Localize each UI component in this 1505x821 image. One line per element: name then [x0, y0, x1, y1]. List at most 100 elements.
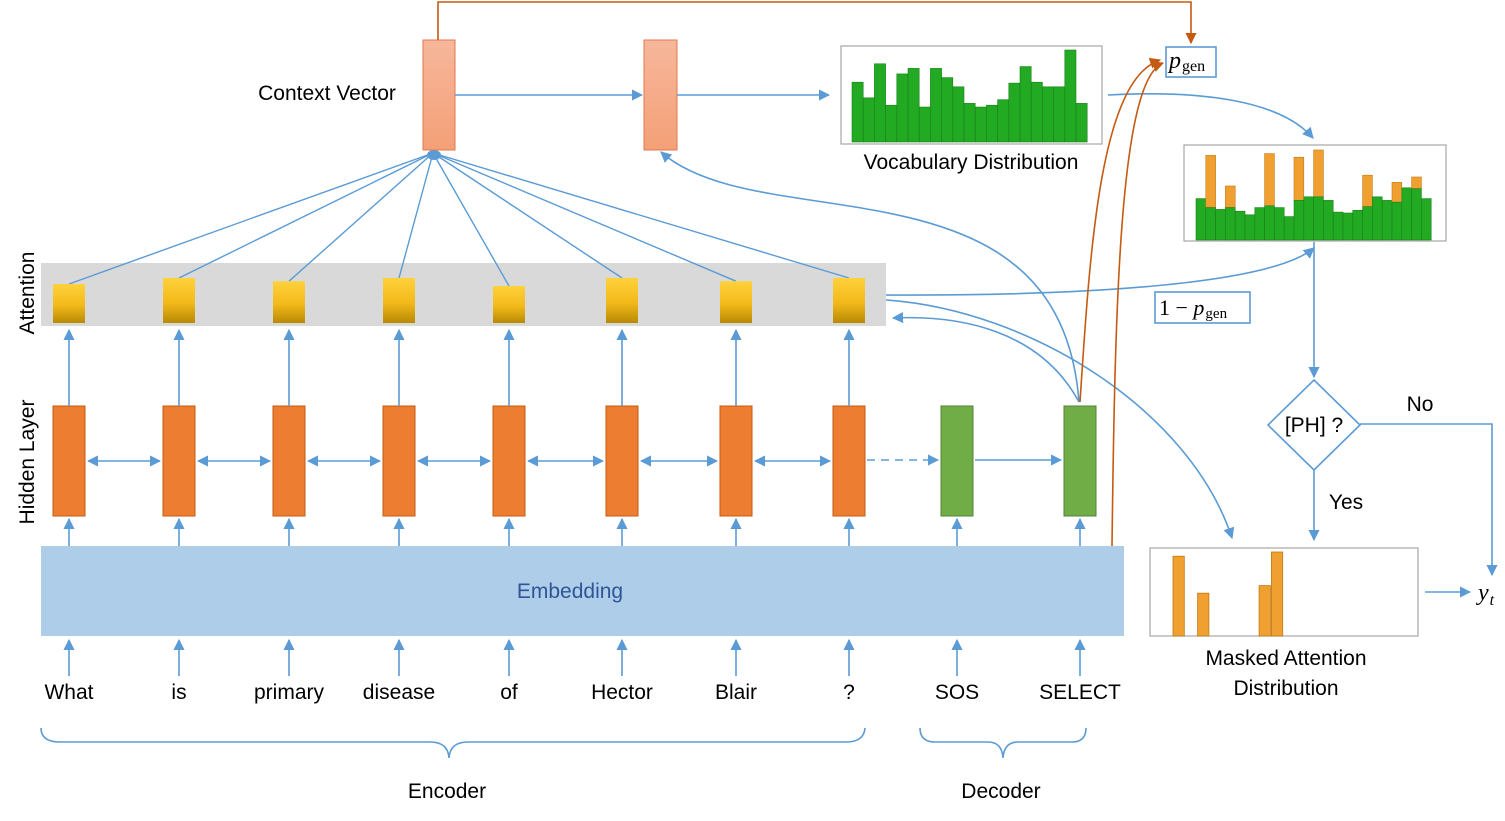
final-bar-orange-12	[1313, 149, 1324, 198]
final-bar-green-5	[1244, 214, 1256, 241]
final-bar-green-23	[1421, 198, 1432, 241]
encoder-hidden-cell-1	[162, 405, 196, 517]
final-bar-orange-1	[1205, 155, 1216, 208]
vocab-bar-7	[930, 68, 942, 143]
vocab-bar-20	[1075, 103, 1088, 143]
context-junction	[427, 150, 441, 160]
attention-weight-4	[493, 286, 525, 323]
vocab-distribution-label: Vocabulary Distribution	[864, 151, 1079, 174]
arrow-decoder-to-attention	[891, 311, 1080, 403]
final-bar-green-1	[1205, 207, 1216, 241]
decoder-hidden-cell-8	[940, 405, 974, 517]
arrow-vocab-to-final	[1107, 93, 1314, 139]
attention-line-5	[432, 152, 623, 279]
final-bar-green-12	[1313, 196, 1324, 241]
arrow-decoder-to-decoder-context	[660, 151, 1080, 403]
vocab-bar-10	[963, 103, 976, 143]
vocab-bar-16	[1030, 81, 1043, 143]
encoder-label: Encoder	[408, 780, 486, 803]
vocab-bar-13	[997, 99, 1010, 143]
final-bar-green-8	[1274, 207, 1285, 241]
masked-distribution-label-line1: Masked Attention	[1205, 647, 1366, 670]
arrow-decoder-state-to-p-gen	[1079, 57, 1162, 403]
encoder-hidden-cell-5	[605, 405, 639, 517]
vocab-bar-15	[1019, 66, 1032, 143]
context-vector-box	[422, 39, 456, 151]
final-distribution-bars	[1195, 149, 1432, 241]
decoder-hidden-cell-9	[1063, 405, 1097, 517]
final-bar-green-19	[1381, 200, 1393, 241]
final-bar-green-6	[1254, 207, 1265, 241]
token-0: What	[44, 681, 93, 704]
hidden-layer-cells	[52, 328, 1097, 546]
vocab-bar-0	[851, 81, 864, 143]
final-bar-green-7	[1264, 205, 1275, 241]
final-bar-orange-22	[1411, 176, 1422, 189]
encoder-hidden-cell-3	[382, 405, 416, 517]
attention-weight-7	[833, 278, 865, 323]
final-bar-green-22	[1411, 188, 1422, 241]
token-5: Hector	[591, 681, 653, 704]
attention-label: Attention	[16, 252, 39, 335]
final-bar-green-3	[1225, 207, 1236, 241]
no-label: No	[1407, 393, 1434, 416]
encoder-hidden-cell-0	[52, 405, 86, 517]
final-bar-orange-7	[1264, 153, 1275, 207]
attention-weight-3	[383, 278, 415, 323]
token-6: Blair	[715, 681, 757, 704]
encoder-hidden-cell-7	[832, 405, 866, 517]
final-bar-green-21	[1401, 187, 1412, 241]
one-minus-p-gen-box	[1154, 291, 1251, 324]
final-bar-green-15	[1342, 212, 1354, 241]
attention-weight-2	[273, 281, 305, 323]
encoder-hidden-cell-2	[272, 405, 306, 517]
attention-weight-1	[163, 278, 195, 323]
attention-weight-5	[606, 278, 638, 323]
final-bar-green-4	[1234, 210, 1246, 241]
p-gen-label: pgen	[1167, 48, 1205, 75]
attention-weights	[53, 278, 865, 323]
vocab-bar-5	[907, 68, 920, 143]
decoder-brace	[919, 727, 1087, 759]
one-minus-p-gen-label: 1 − pgen	[1159, 295, 1228, 322]
vocab-bar-4	[896, 73, 909, 143]
token-2: primary	[254, 681, 325, 704]
final-bar-orange-3	[1225, 185, 1236, 208]
attention-line-1	[178, 152, 434, 279]
masked-bar-0	[1172, 555, 1185, 637]
embedding-layer	[41, 546, 1124, 636]
masked-bar-7	[1258, 585, 1271, 637]
final-bar-green-9	[1283, 216, 1295, 241]
attention-line-7	[432, 152, 850, 279]
arrow-decoder-input-to-p-gen	[1111, 61, 1165, 547]
hidden-layer-label: Hidden Layer	[16, 400, 39, 525]
vocab-bar-3	[885, 104, 898, 143]
final-bar-green-10	[1293, 200, 1305, 241]
vocab-bar-18	[1053, 86, 1066, 143]
final-bar-green-20	[1391, 201, 1403, 241]
masked-distribution-bars	[1172, 551, 1284, 637]
vocab-bar-2	[874, 63, 886, 143]
decoder-label: Decoder	[961, 780, 1040, 803]
vocab-bar-6	[918, 106, 931, 143]
token-1: is	[171, 681, 186, 704]
attention-weight-0	[53, 284, 85, 323]
attention-line-4	[432, 152, 510, 287]
final-bar-green-14	[1332, 211, 1344, 241]
masked-bar-8	[1271, 551, 1284, 637]
arrow-context-to-p-gen	[437, 1, 1197, 45]
encoder-brace	[40, 727, 866, 759]
vocab-bar-19	[1064, 49, 1077, 143]
token-8: SOS	[935, 681, 979, 704]
arrow-attention-to-masked	[885, 299, 1235, 540]
final-bar-green-18	[1372, 196, 1383, 241]
token-9: SELECT	[1039, 681, 1121, 704]
vocab-distribution-bars	[851, 49, 1088, 143]
output-y-t: yt	[1476, 580, 1495, 609]
decoder-context-box	[643, 39, 678, 151]
final-bar-orange-10	[1293, 156, 1305, 201]
vocab-bar-17	[1042, 86, 1054, 143]
vocab-bar-14	[1008, 82, 1021, 143]
